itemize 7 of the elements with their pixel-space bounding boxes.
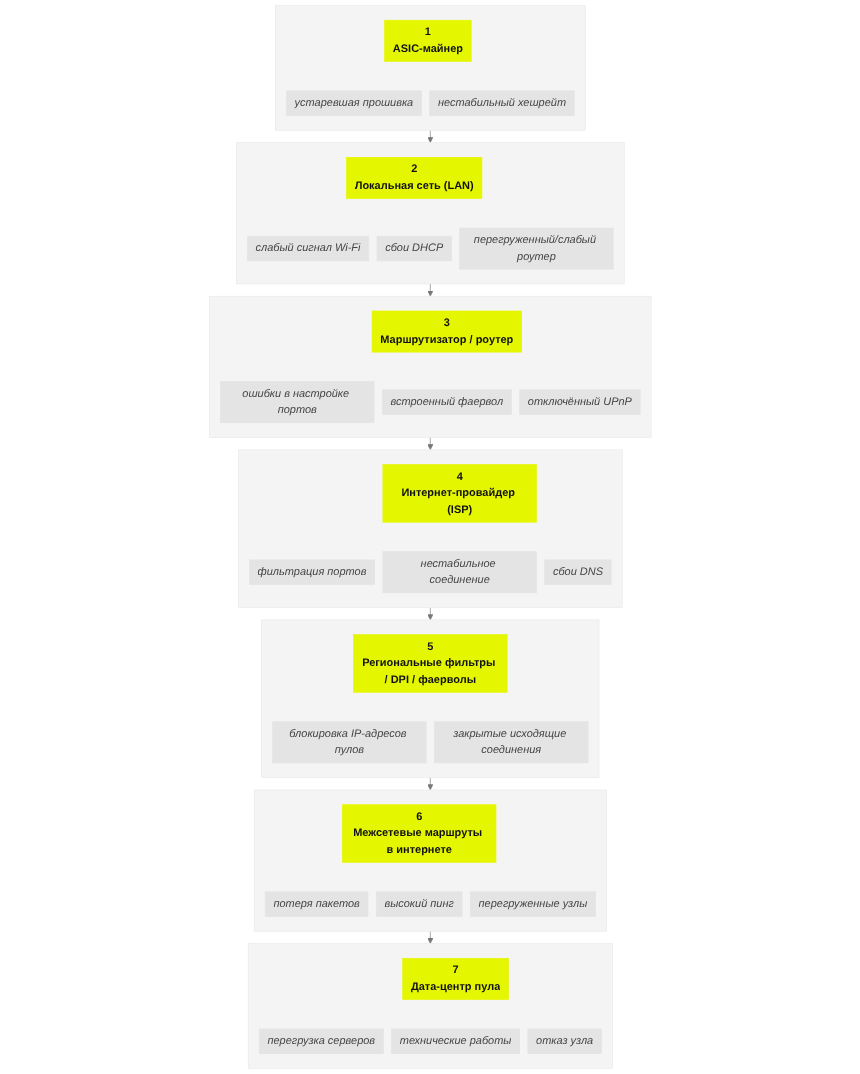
cluster [237,449,623,608]
cluster [274,5,586,131]
cluster [247,943,613,1069]
cluster [260,619,600,779]
cluster [208,295,652,438]
cluster [235,142,625,285]
cluster [253,789,607,932]
